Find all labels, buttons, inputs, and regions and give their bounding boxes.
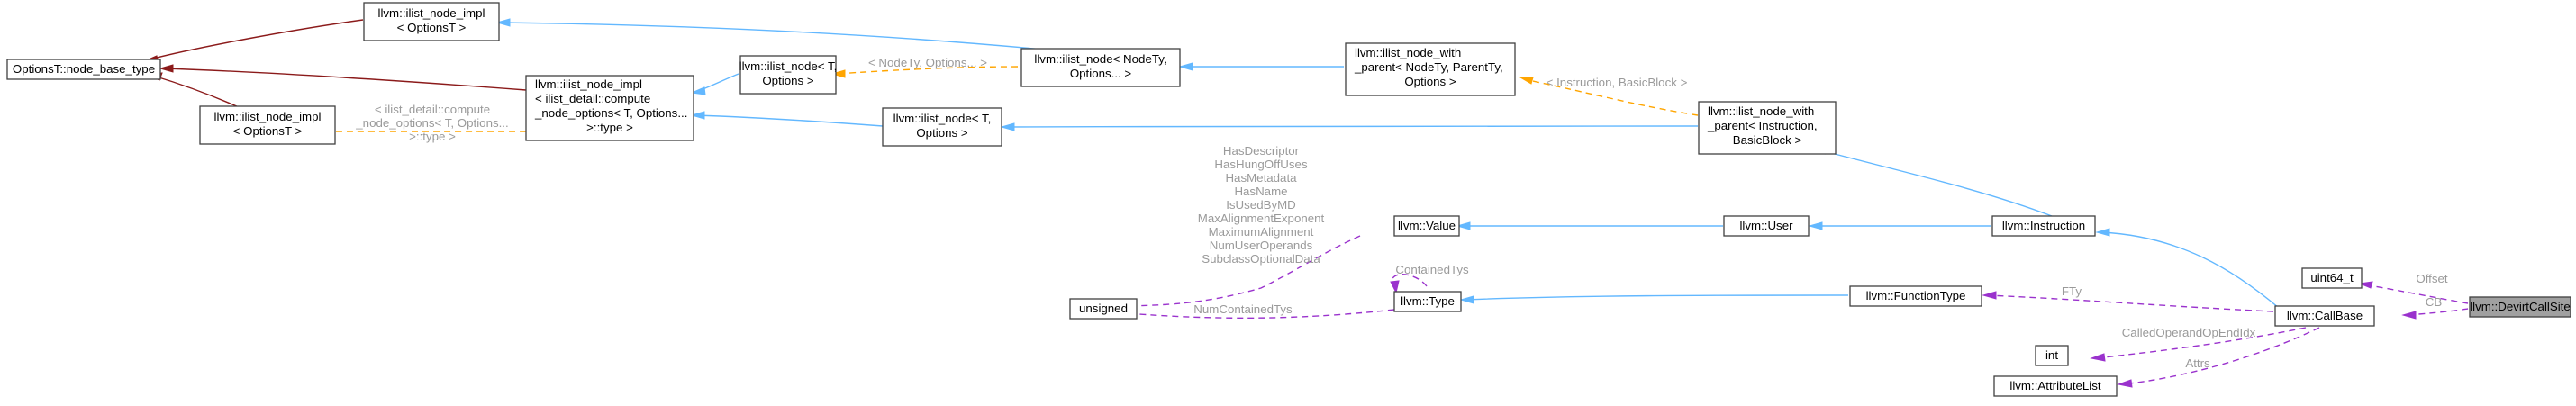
edge-functiontype-to-type — [1459, 294, 1849, 304]
svg-text:uint64_t: uint64_t — [2310, 271, 2354, 284]
value-member-label: MaximumAlignment — [1209, 225, 1314, 239]
edge-impl-mid-to-base — [146, 72, 240, 108]
edge-t-options-top-to-compute — [690, 73, 739, 95]
svg-text:Options >: Options > — [916, 126, 968, 140]
edge-label-fty: FTy — [2062, 284, 2082, 298]
svg-text:< ilist_detail::compute: < ilist_detail::compute — [535, 92, 650, 105]
node-instruction[interactable]: llvm::Instruction — [1991, 215, 2096, 237]
svg-text:>::type >: >::type > — [586, 121, 633, 134]
edge-label-compute-template-2: _node_options< T, Options... — [355, 116, 508, 130]
value-member-label: HasDescriptor — [1223, 144, 1300, 158]
svg-text:llvm::Instruction: llvm::Instruction — [2002, 219, 2085, 232]
value-member-label: NumUserOperands — [1210, 239, 1313, 252]
node-ilist-node-with-parent-generic[interactable]: llvm::ilist_node_with _parent< NodeTy, P… — [1345, 42, 1516, 96]
edge-attrs — [2117, 327, 2320, 388]
svg-text:llvm::Type: llvm::Type — [1401, 294, 1455, 308]
edge-label-compute-template-1: < ilist_detail::compute — [375, 103, 490, 116]
svg-text:llvm::FunctionType: llvm::FunctionType — [1866, 289, 1966, 302]
svg-text:llvm::User: llvm::User — [1739, 219, 1793, 232]
edge-impl-top-to-base — [141, 19, 364, 65]
svg-text:_parent< NodeTy, ParentTy,: _parent< NodeTy, ParentTy, — [1354, 60, 1503, 74]
edge-user-to-value — [1456, 221, 1723, 230]
edge-label-cb: CB — [2426, 295, 2443, 309]
edge-offset — [2358, 281, 2469, 304]
svg-text:llvm::ilist_node_impl: llvm::ilist_node_impl — [214, 110, 322, 123]
node-callbase[interactable]: llvm::CallBase — [2274, 305, 2375, 327]
node-ilist-node-t-options-mid[interactable]: llvm::ilist_node< T, Options > — [882, 107, 1002, 147]
node-ilist-node-impl-mid[interactable]: llvm::ilist_node_impl < OptionsT > — [199, 105, 336, 145]
svg-text:llvm::CallBase: llvm::CallBase — [2287, 309, 2363, 322]
svg-text:BasicBlock >: BasicBlock > — [1733, 133, 1802, 147]
edge-instruction-template — [1519, 77, 1699, 116]
svg-text:< OptionsT >: < OptionsT > — [233, 124, 303, 138]
value-member-label: HasHungOffUses — [1214, 158, 1308, 171]
svg-text:llvm::ilist_node_with: llvm::ilist_node_with — [1708, 104, 1814, 118]
edge-label-instruction-template: < Instruction, BasicBlock > — [1547, 76, 1688, 89]
node-int[interactable]: int — [2035, 345, 2069, 366]
node-user[interactable]: llvm::User — [1723, 215, 1810, 237]
edge-instruction-to-user — [1808, 221, 1991, 230]
node-type[interactable]: llvm::Type — [1393, 291, 1462, 312]
edge-called-operand — [2090, 327, 2307, 362]
edge-label-offset: Offset — [2416, 272, 2448, 285]
edge-label-attrs: Attrs — [2185, 356, 2210, 370]
svg-text:unsigned: unsigned — [1079, 302, 1128, 315]
edge-instruction-to-instr-parent — [1812, 147, 2053, 217]
node-devirt-callsite[interactable]: llvm::DevirtCallSite — [2469, 296, 2571, 318]
edge-cb — [2401, 308, 2469, 320]
svg-text:llvm::AttributeList: llvm::AttributeList — [2009, 379, 2101, 392]
edge-instr-parent-to-t-options-mid — [1000, 122, 1699, 131]
svg-text:llvm::ilist_node< T,: llvm::ilist_node< T, — [893, 112, 992, 125]
edge-label-nodety-template: < NodeTy, Options... > — [868, 56, 987, 69]
svg-text:OptionsT::node_base_type: OptionsT::node_base_type — [13, 62, 155, 76]
edge-fty — [1982, 291, 2274, 312]
node-attribute-list[interactable]: llvm::AttributeList — [1993, 375, 2118, 397]
svg-text:Options >: Options > — [762, 74, 814, 87]
edge-label-compute-template-3: >::type > — [409, 130, 456, 143]
svg-text:llvm::ilist_node_with: llvm::ilist_node_with — [1355, 46, 1461, 59]
svg-text:int: int — [2045, 348, 2058, 362]
edge-nodety-to-impl-top — [495, 18, 1055, 51]
value-member-label: IsUsedByMD — [1226, 198, 1296, 212]
svg-text:llvm::ilist_node_impl: llvm::ilist_node_impl — [378, 6, 485, 20]
value-member-label: HasName — [1234, 185, 1287, 198]
edge-impl-compute-to-base — [159, 64, 527, 91]
value-members-label: HasDescriptor HasHungOffUses HasMetadata… — [1198, 144, 1325, 266]
edge-t-options-mid-to-compute — [690, 111, 884, 127]
node-ilist-node-with-parent-instruction[interactable]: llvm::ilist_node_with _parent< Instructi… — [1698, 101, 1837, 155]
node-ilist-node-nodety[interactable]: llvm::ilist_node< NodeTy, Options... > — [1020, 48, 1181, 87]
svg-text:< OptionsT >: < OptionsT > — [397, 21, 467, 34]
edge-generic-to-nodety — [1178, 62, 1344, 71]
value-member-label: HasMetadata — [1225, 171, 1297, 185]
svg-text:Options... >: Options... > — [1070, 67, 1132, 80]
edge-label-called-operand: CalledOperandOpEndIdx — [2122, 326, 2256, 339]
edge-nodety-template — [830, 66, 1019, 78]
value-member-label: MaxAlignmentExponent — [1198, 212, 1325, 225]
node-uint64[interactable]: uint64_t — [2301, 267, 2363, 289]
edge-callbase-to-instruction — [2095, 228, 2280, 309]
node-value[interactable]: llvm::Value — [1393, 215, 1460, 237]
node-ilist-node-t-options-top[interactable]: llvm::ilist_node< T, Options > — [739, 55, 838, 95]
edge-label-num-contained-tys: NumContainedTys — [1193, 302, 1293, 316]
value-member-label: SubclassOptionalData — [1202, 252, 1320, 266]
svg-text:llvm::ilist_node< T,: llvm::ilist_node< T, — [739, 59, 838, 73]
svg-text:_node_options< T, Options...: _node_options< T, Options... — [534, 106, 687, 120]
svg-text:Options >: Options > — [1404, 75, 1456, 88]
node-base-type[interactable]: OptionsT::node_base_type — [6, 59, 161, 80]
svg-text:_parent< Instruction,: _parent< Instruction, — [1707, 119, 1818, 132]
svg-text:llvm::ilist_node< NodeTy,: llvm::ilist_node< NodeTy, — [1034, 52, 1166, 66]
node-ilist-node-impl-top[interactable]: llvm::ilist_node_impl < OptionsT > — [363, 2, 500, 41]
svg-text:llvm::ilist_node_impl: llvm::ilist_node_impl — [535, 77, 642, 91]
node-function-type[interactable]: llvm::FunctionType — [1849, 285, 1982, 307]
svg-text:llvm::DevirtCallSite: llvm::DevirtCallSite — [2470, 300, 2571, 313]
svg-text:llvm::Value: llvm::Value — [1398, 219, 1456, 232]
edge-contained-tys — [1390, 274, 1428, 294]
edge-label-contained-tys: ContainedTys — [1395, 263, 1469, 276]
node-unsigned[interactable]: unsigned — [1069, 298, 1138, 320]
node-ilist-node-impl-compute[interactable]: llvm::ilist_node_impl < ilist_detail::co… — [525, 75, 694, 141]
